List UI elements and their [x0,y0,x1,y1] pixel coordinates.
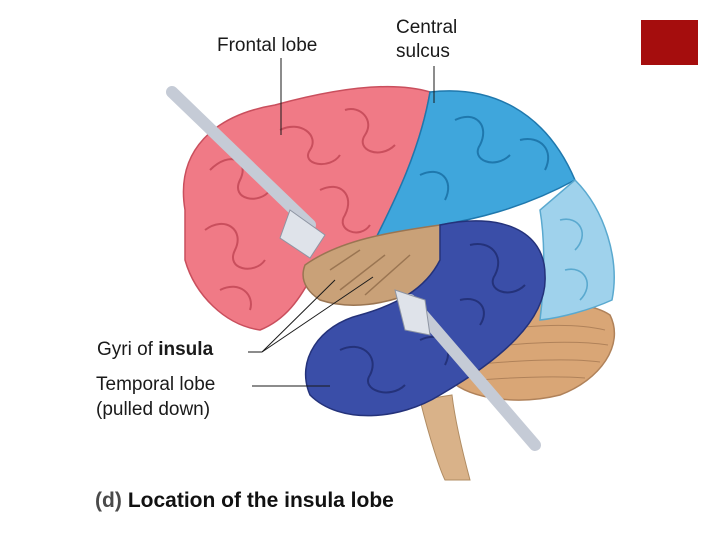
caption-text: Location of the insula lobe [127,489,394,512]
label-frontal-lobe: Frontal lobe [217,35,318,56]
occipital-gyri [559,218,589,301]
figure-caption: (d)Location of the insula lobe [95,489,394,513]
leader-lines [248,58,435,387]
label-gyri-prefix: Gyri of [97,339,159,360]
lower-retractor [394,289,541,451]
occipital-lobe [539,178,615,321]
label-insula-bold: insula [158,339,214,360]
label-central-sulcus-line1: Central [396,17,458,38]
label-central-sulcus-line2: sulcus [396,41,450,62]
insula-gyri [329,249,411,296]
label-temporal-lobe-line1: Temporal lobe [96,374,216,395]
figure-letter: (d) [95,489,122,512]
frontal-gyri [204,108,396,311]
label-temporal-lobe-line2: (pulled down) [96,399,211,420]
upper-retractor [166,86,326,259]
brainstem [419,394,471,481]
label-gyri-of-insula: Gyri of insula [97,338,213,362]
parietal-gyri [419,115,550,201]
accent-box [641,20,698,65]
